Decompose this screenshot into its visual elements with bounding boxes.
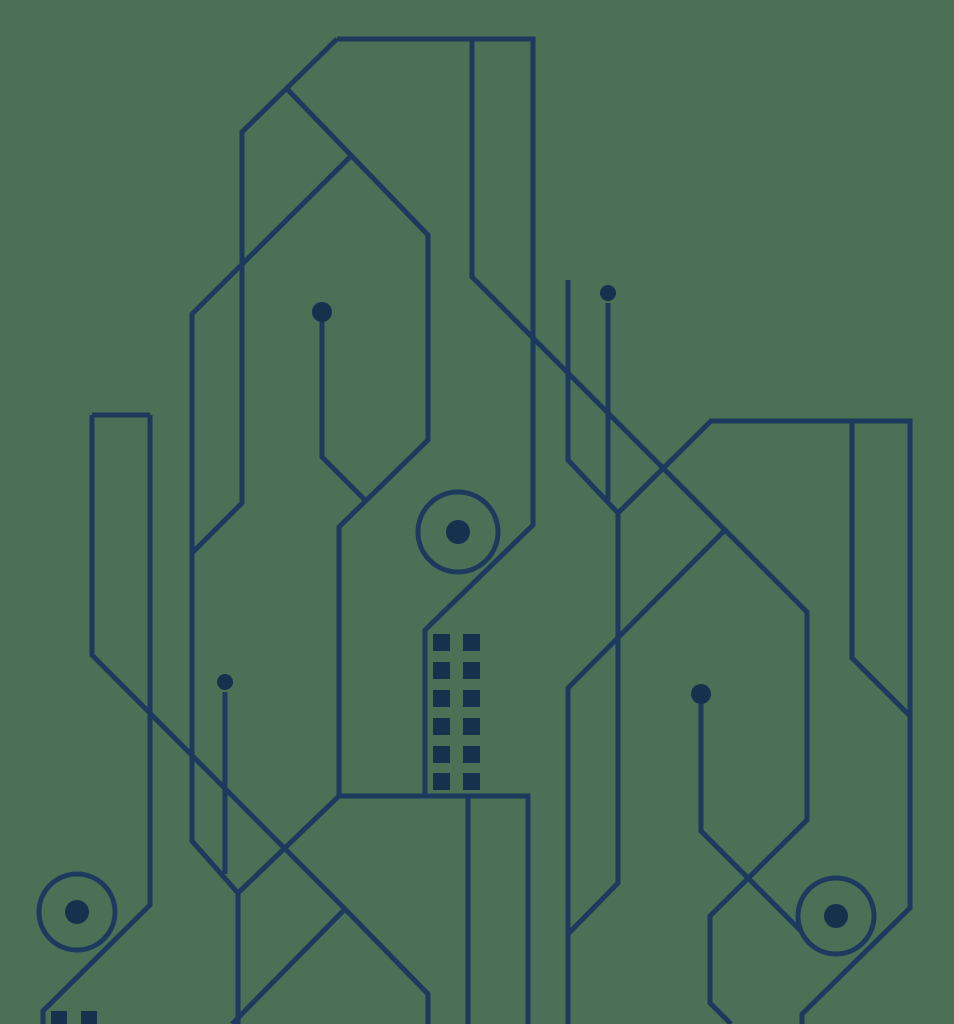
ic-pad-grid-pad xyxy=(433,746,450,763)
mid-step-trace xyxy=(565,280,620,515)
ic-pad-grid-pad xyxy=(433,773,450,790)
mid-vertical-trace xyxy=(566,513,621,936)
edge-pads-pad xyxy=(81,1011,97,1024)
center-drop-trace xyxy=(565,528,727,1024)
bullseye-bottom-left-dot xyxy=(65,900,89,924)
top-bar-trace xyxy=(337,36,536,798)
ic-pad-grid-pad xyxy=(463,634,480,651)
ic-pad-grid-pad xyxy=(433,662,450,679)
ic-pad-grid-pad xyxy=(433,634,450,651)
ic-pad-grid-pad xyxy=(433,690,450,707)
node-dot-mid-left xyxy=(217,674,233,690)
left-panel-trace xyxy=(89,415,347,911)
peak-left-trace xyxy=(191,37,339,554)
ic-pad-grid-pad xyxy=(463,662,480,679)
bullseye-bottom-right-ring xyxy=(795,875,877,957)
right-inner-trace xyxy=(849,421,911,717)
ic-pad-grid-pad xyxy=(463,718,480,735)
inner-diagonal-trace xyxy=(189,153,354,895)
chevron-left-trace xyxy=(230,907,347,1024)
ic-pad-grid-pad xyxy=(463,773,480,790)
left-side-trace xyxy=(40,415,153,1024)
bullseye-bottom-right-dot xyxy=(824,904,848,928)
ic-pad-grid-pad xyxy=(463,746,480,763)
bullseye-center-ring xyxy=(415,489,501,575)
bullseye-center-dot xyxy=(446,520,470,544)
ic-pad-grid-pad xyxy=(463,690,480,707)
stem-node-a xyxy=(319,322,368,503)
right-frame-trace xyxy=(616,418,913,1024)
bullseye-bottom-left-ring xyxy=(36,871,118,953)
ic-pad-grid-pad xyxy=(433,718,450,735)
chevron-right-trace xyxy=(343,907,431,1024)
node-dot-mid-right xyxy=(691,684,711,704)
node-dot-upper-right xyxy=(600,285,616,301)
peak-branch-trace xyxy=(286,88,531,1024)
node-dot-upper-left xyxy=(312,302,332,322)
stem-node-d xyxy=(698,704,803,933)
long-diagonal-trace xyxy=(469,39,810,1024)
lower-left-branch xyxy=(235,794,341,1024)
edge-pads-pad xyxy=(51,1011,67,1024)
